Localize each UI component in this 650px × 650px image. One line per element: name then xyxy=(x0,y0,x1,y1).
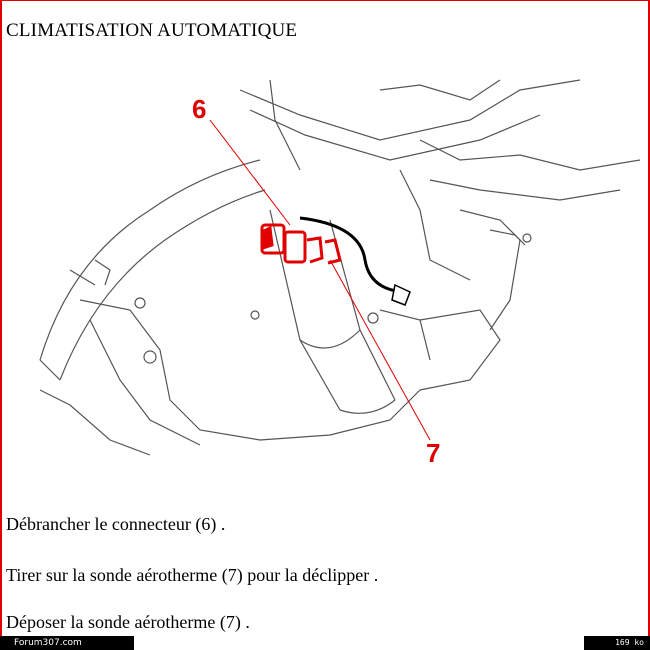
probe-clip xyxy=(391,283,411,306)
page-title: CLIMATISATION AUTOMATIQUE xyxy=(6,20,298,41)
callout-7: 7 xyxy=(426,438,440,468)
leader-line-7 xyxy=(329,259,431,441)
wire-harness xyxy=(299,216,406,294)
technical-diagram: 6 7 xyxy=(39,79,641,468)
callout-6: 6 xyxy=(192,94,206,124)
instruction-1: Débrancher le connecteur (6) . xyxy=(6,514,226,534)
watermark: Forum307.com xyxy=(0,636,134,650)
instruction-3: Déposer la sonde aérotherme (7) . xyxy=(6,612,250,632)
file-size: 169 ko xyxy=(584,636,650,650)
leader-line-6 xyxy=(209,119,291,226)
connector-highlight xyxy=(260,223,342,265)
instruction-2: Tirer sur la sonde aérotherme (7) pour l… xyxy=(6,565,379,585)
diagram-illustration xyxy=(39,79,641,456)
footer-bar xyxy=(0,636,650,650)
